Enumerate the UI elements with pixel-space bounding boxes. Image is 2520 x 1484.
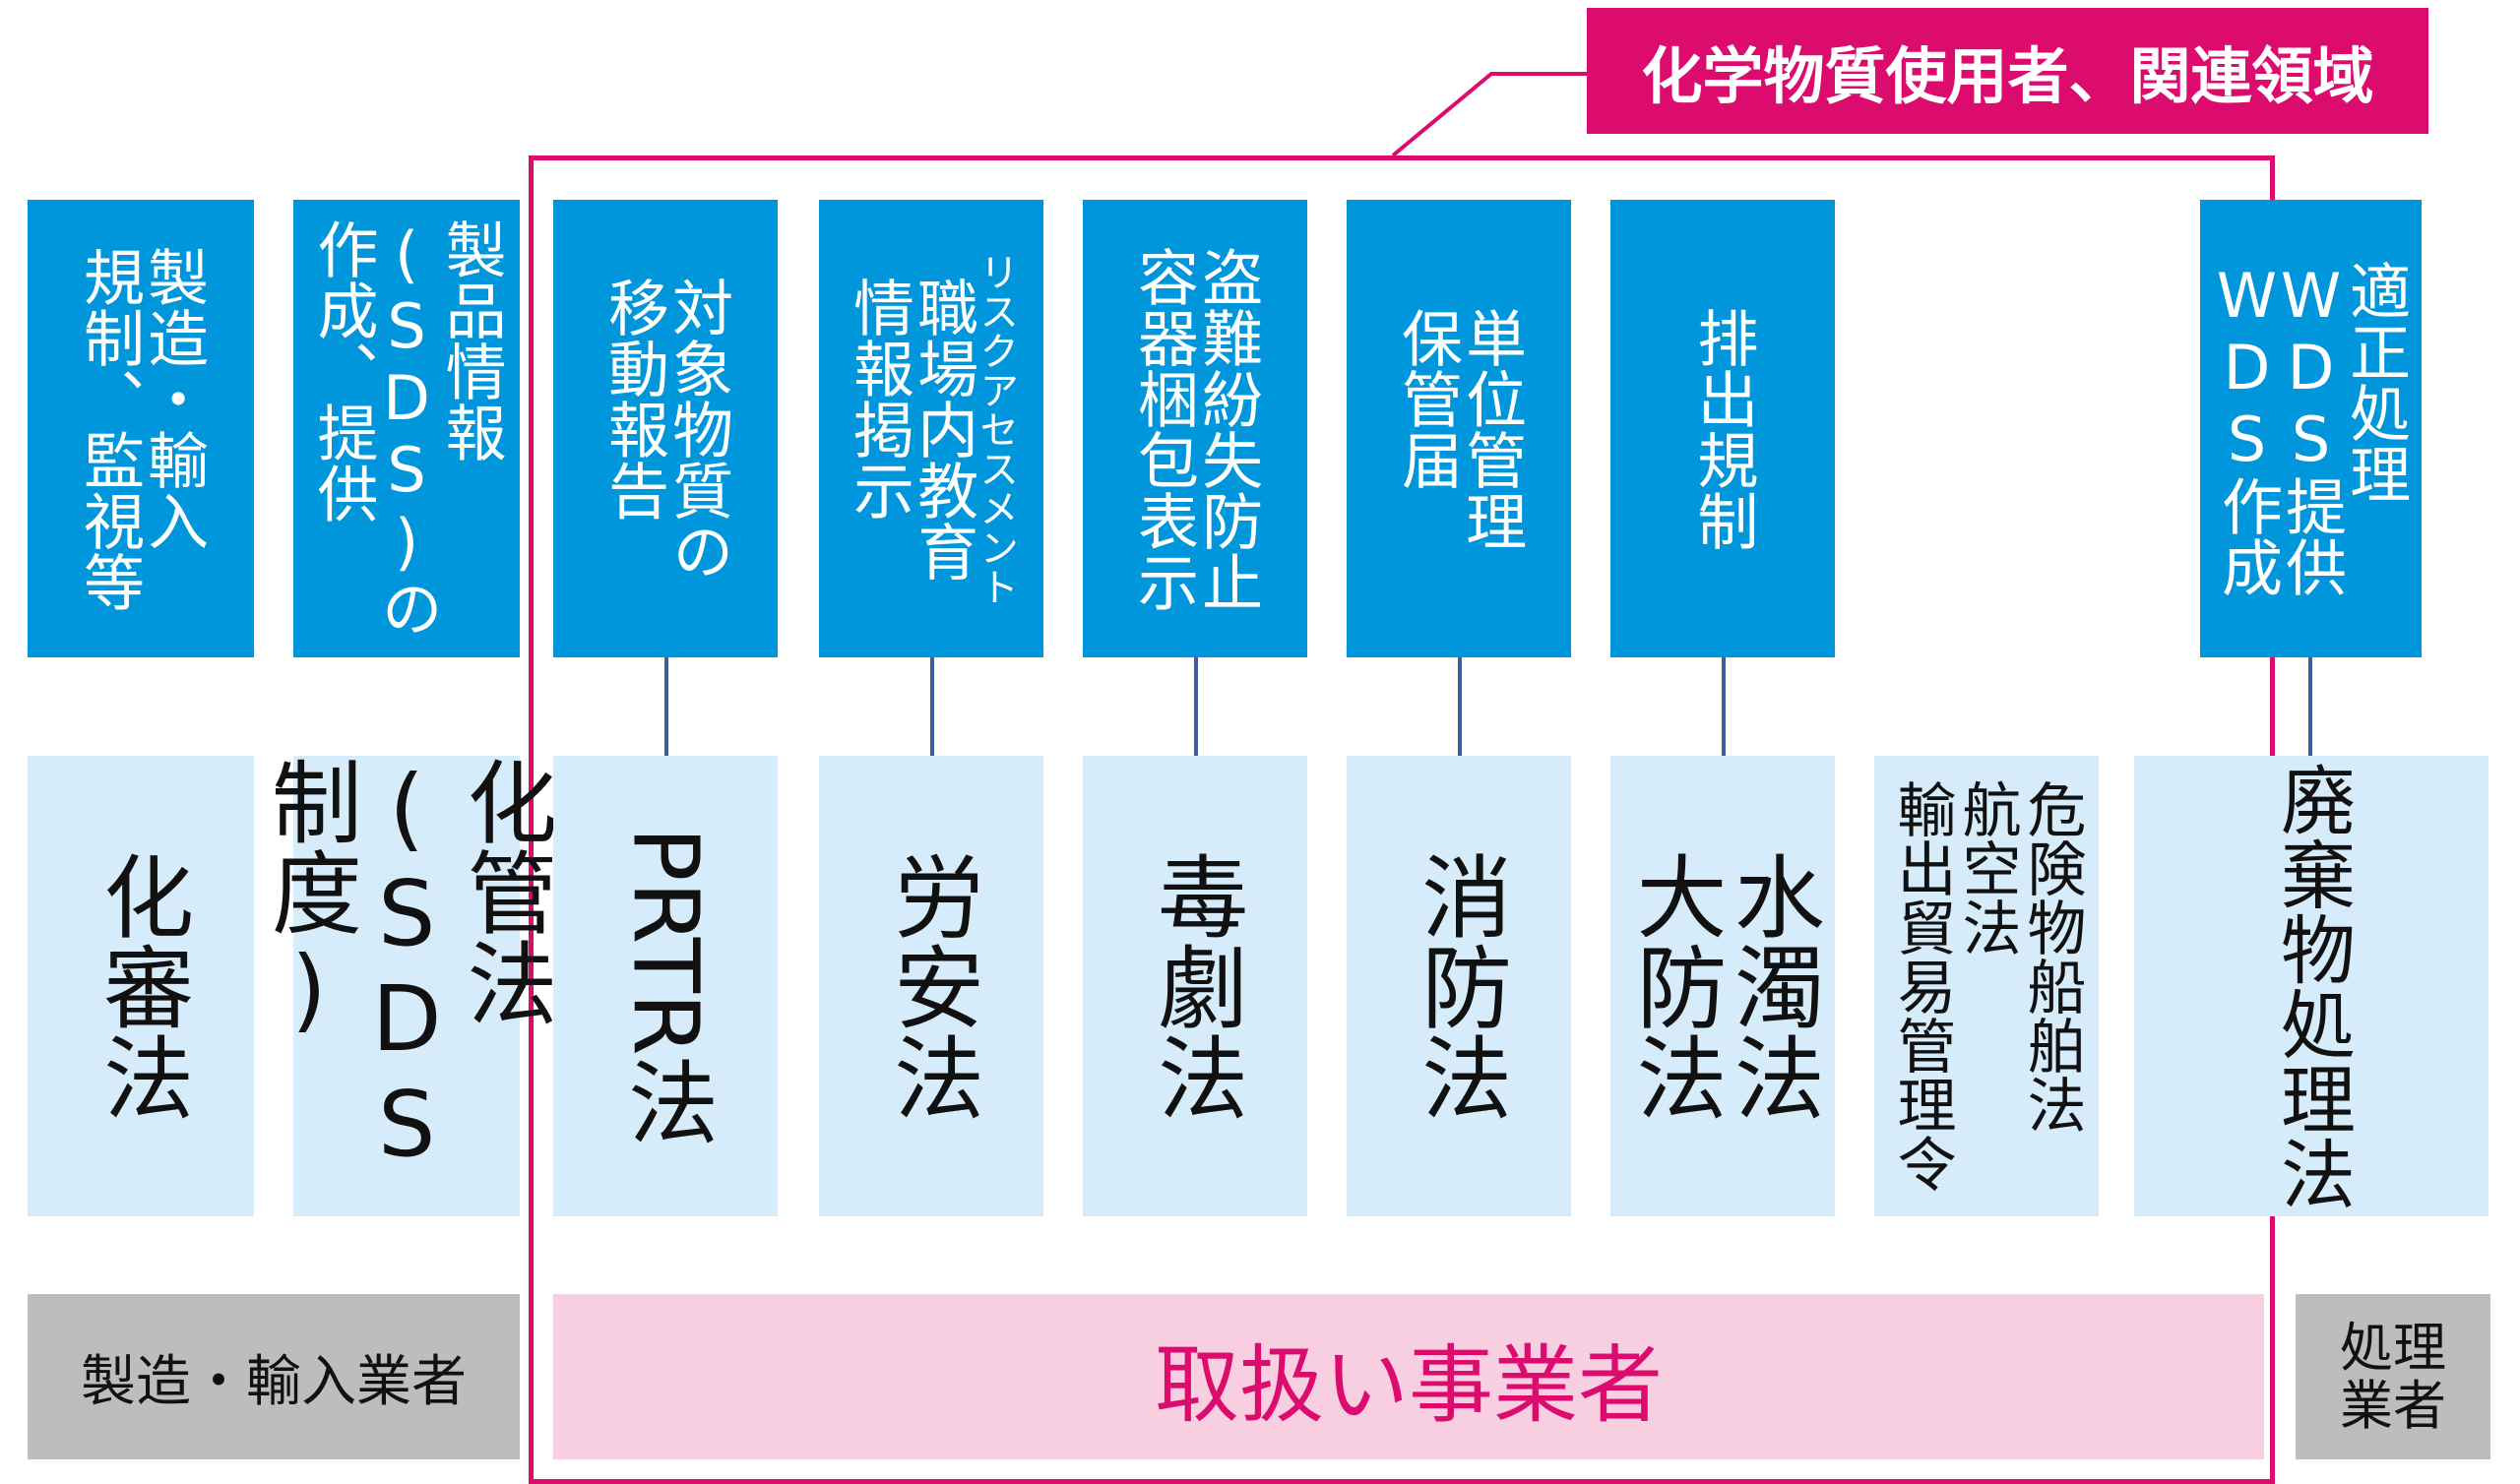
category-handler: 取扱い事業者 bbox=[553, 1294, 2264, 1459]
top-box-proper-disposal: 適正処理 WDS提供 WDS作成 bbox=[2200, 200, 2422, 657]
header-label: 化学物質使用者、関連領域 bbox=[1641, 40, 2374, 112]
law-box-kakanho: 化管法 (SDS制度) bbox=[256, 756, 557, 1216]
law-box-prtr: PRTR法 bbox=[553, 756, 778, 1216]
top-box-theft-prevention: 盗難紛失防止 容器梱包表示 bbox=[1083, 200, 1307, 657]
category-manufacturer: 製造・輸入業者 bbox=[28, 1294, 520, 1459]
top-box-emission-regulation: 排出規制 bbox=[1610, 200, 1835, 657]
law-box-water-air: 水濁法 大防法 bbox=[1610, 756, 1835, 1216]
connector-poison bbox=[1194, 657, 1198, 756]
risk-assessment-note: リスクアセスメント bbox=[973, 251, 1019, 606]
law-box-waste: 廃棄物処理法 bbox=[2134, 756, 2488, 1216]
header-connector-line bbox=[1391, 72, 1587, 157]
law-box-transport: 危険物船舶法 航空法 輸出貿易管理令 bbox=[1874, 756, 2099, 1216]
law-box-roanho: 労安法 bbox=[819, 756, 1043, 1216]
connector-prtr bbox=[664, 657, 668, 756]
law-box-shobo: 消防法 bbox=[1347, 756, 1571, 1216]
law-box-kashinho: 化審法 bbox=[28, 756, 254, 1216]
top-box-sds-info: 製品情報 (SDS)の 作成、提供 bbox=[293, 200, 520, 657]
law-box-dokugekiho: 毒劇法 bbox=[1083, 756, 1307, 1216]
connector-fire bbox=[1458, 657, 1462, 756]
top-box-storage-management: 単位管理 保管届 bbox=[1347, 200, 1571, 657]
category-disposer: 処理 業者 bbox=[2296, 1294, 2490, 1459]
connector-water-air bbox=[1722, 657, 1726, 756]
connector-labor-safety bbox=[930, 657, 934, 756]
connector-waste bbox=[2308, 657, 2312, 756]
header-label-box: 化学物質使用者、関連領域 bbox=[1587, 8, 2428, 134]
top-box-manufacture-regulation: 製造・輸入 規制、監視等 bbox=[28, 200, 254, 657]
top-box-transfer-report: 対象物質の 移動報告 bbox=[553, 200, 778, 657]
top-box-workplace-education: 職場内教育 情報掲示 リスクアセスメント bbox=[819, 200, 1043, 657]
